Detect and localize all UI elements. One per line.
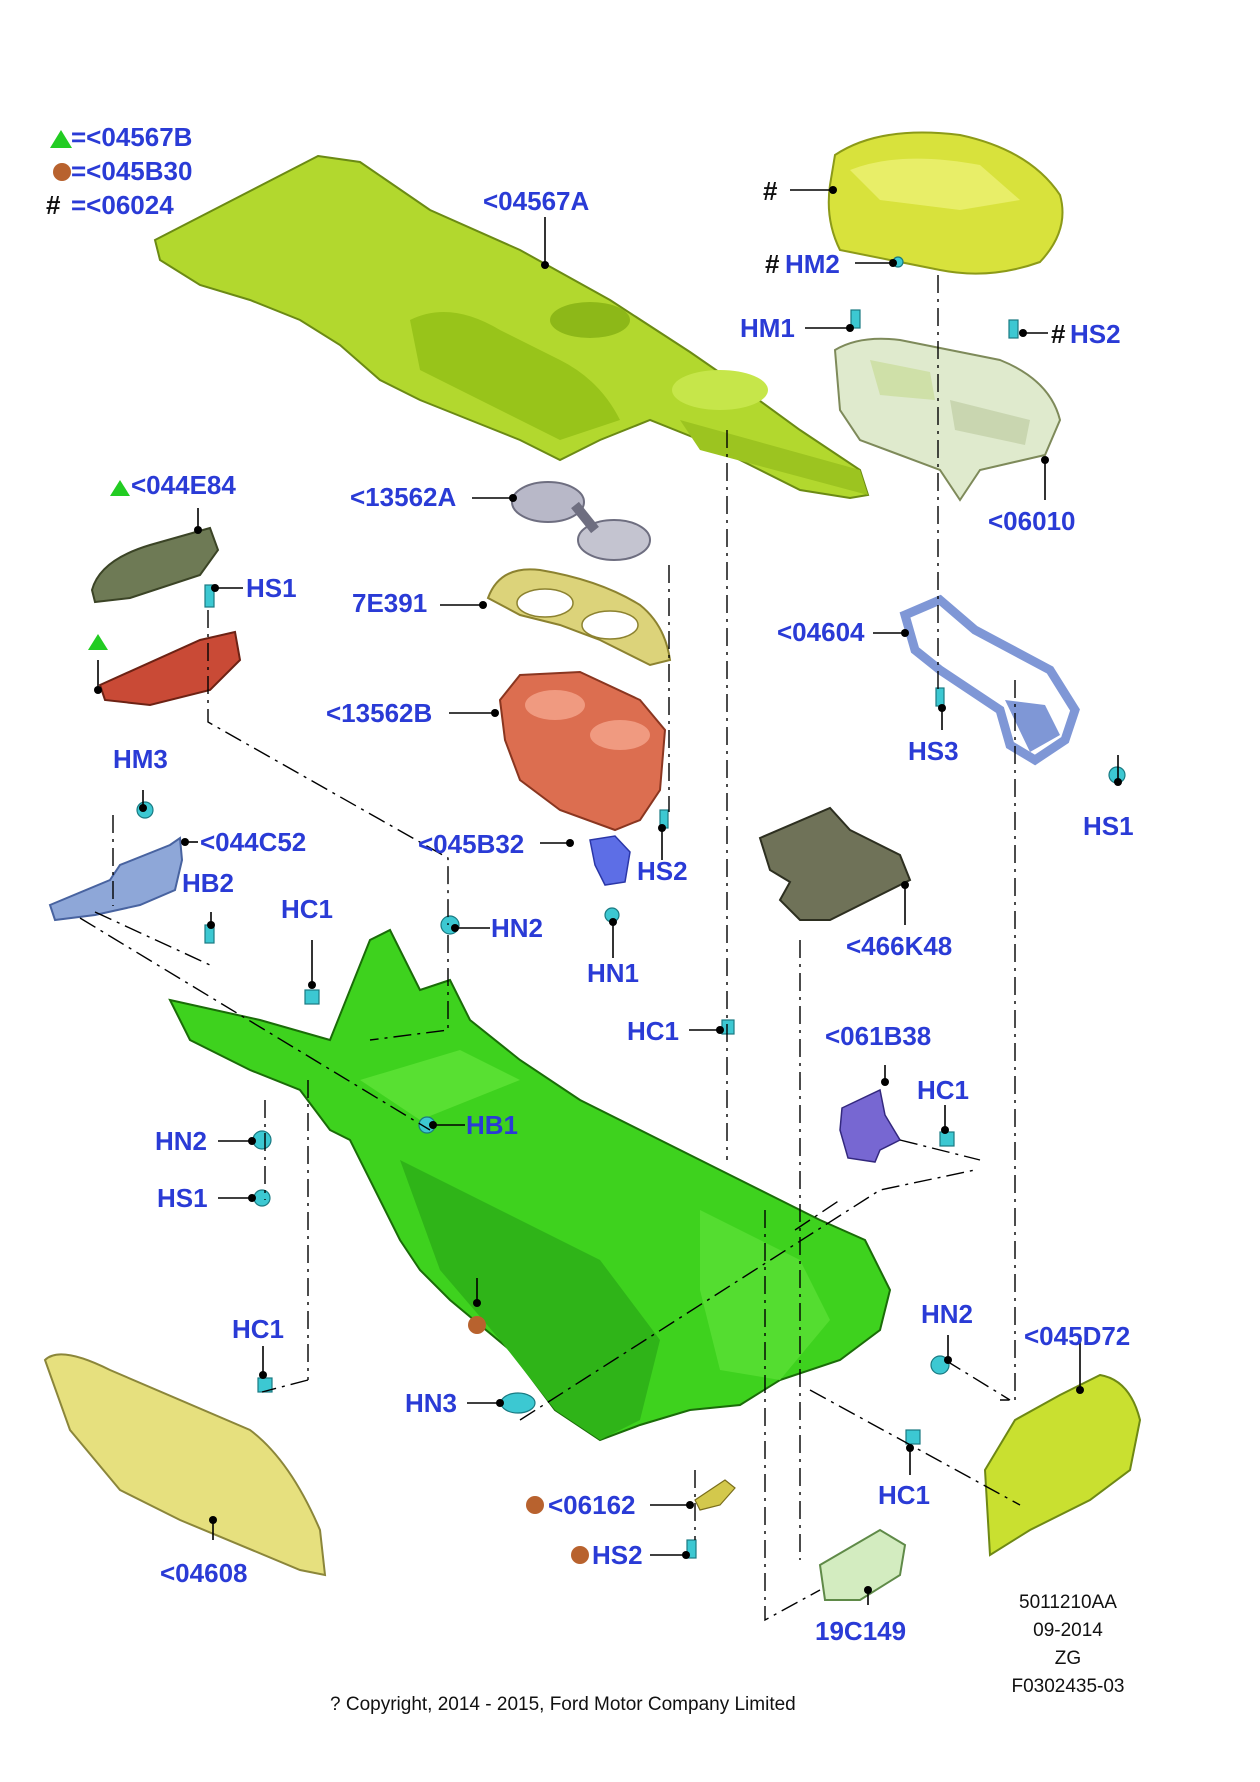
label-hc1-d: HC1 — [232, 1314, 284, 1344]
fastener-hs2-bottom — [686, 1539, 697, 1559]
label-06010: <06010 — [988, 506, 1075, 536]
label-04567A: <04567A — [483, 186, 589, 216]
fastener-hc1-a — [304, 989, 320, 1005]
triangle-marker-tray-icon — [88, 634, 108, 650]
label-hn2-b: HN2 — [155, 1126, 207, 1156]
zone-code: ZG — [1055, 1648, 1081, 1669]
label-hs1-left: HS1 — [246, 573, 297, 603]
bracket-044C52 — [48, 836, 184, 922]
legend-circle-text: =<045B30 — [71, 156, 192, 186]
side-panel-04608 — [43, 1353, 327, 1577]
circle-marker-06162-icon — [526, 1496, 544, 1514]
bracket-045B32 — [589, 835, 631, 886]
fastener-hs1-b — [253, 1189, 271, 1207]
circle-symbol-icon — [53, 163, 71, 181]
fastener-hm1 — [850, 309, 861, 329]
label-044E84: <044E84 — [131, 470, 236, 500]
hash-symbol-icon: # — [46, 190, 61, 220]
label-hs2-mid: HS2 — [637, 856, 688, 886]
label-04608: <04608 — [160, 1558, 247, 1588]
cup-holder-frame — [486, 568, 672, 667]
part-code: 5011210AA — [1019, 1592, 1117, 1613]
armrest-bracket-04604 — [899, 594, 1080, 766]
fastener-hs1-left — [204, 584, 215, 608]
label-hash-lid: # — [763, 176, 778, 206]
copyright-text: ? Copyright, 2014 - 2015, Ford Motor Com… — [330, 1694, 796, 1715]
label-13562A: <13562A — [350, 482, 456, 512]
label-19C149: 19C149 — [815, 1616, 906, 1646]
label-7E391: 7E391 — [352, 588, 427, 618]
footer: 5011210AA 09-2014 ZG F0302435-03 ? Copyr… — [330, 1592, 1125, 1715]
label-hn3: HN3 — [405, 1388, 457, 1418]
floor-mat-466K48 — [758, 806, 912, 921]
figure-id: F0302435-03 — [1011, 1676, 1124, 1697]
label-hm3: HM3 — [113, 744, 168, 774]
label-hn2-a: HN2 — [491, 913, 543, 943]
fastener-hs2-top — [1008, 319, 1019, 339]
part-labels: <04567A # # HM2 HM1 # HS2 <06010 <044E84… — [88, 176, 1134, 1646]
fastener-hn3 — [500, 1392, 536, 1414]
triangle-marker-icon — [110, 480, 130, 496]
label-hash-hs2: # — [1051, 319, 1066, 349]
label-hb2: HB2 — [182, 868, 234, 898]
label-044C52: <044C52 — [200, 827, 306, 857]
label-hn1: HN1 — [587, 958, 639, 988]
label-06162: <06162 — [548, 1490, 635, 1520]
fastener-hs3 — [935, 687, 945, 707]
label-061B38: <061B38 — [825, 1021, 931, 1051]
label-hs2-bottom: HS2 — [592, 1540, 643, 1570]
label-hc1-e: HC1 — [878, 1480, 930, 1510]
label-045B32: <045B32 — [418, 829, 524, 859]
floor-console — [168, 928, 892, 1442]
label-hc1-a: HC1 — [281, 894, 333, 924]
armrest-hinge-housing — [833, 337, 1062, 502]
label-hc1-b: HC1 — [627, 1016, 679, 1046]
label-hb1: HB1 — [466, 1110, 518, 1140]
bracket-061B38 — [839, 1088, 902, 1163]
end-cap-045D72 — [983, 1373, 1142, 1557]
legend-triangle-text: =<04567B — [71, 122, 192, 152]
label-hs1-b: HS1 — [157, 1183, 208, 1213]
cup-holder-insert — [511, 481, 651, 561]
label-hs1-right: HS1 — [1083, 811, 1134, 841]
label-hm2: HM2 — [785, 249, 840, 279]
legend: =<04567B =<045B30 # =<06024 — [46, 122, 192, 220]
label-hs3: HS3 — [908, 736, 959, 766]
connection-lines — [79, 275, 1021, 1622]
leader-lines — [94, 186, 1122, 1605]
label-hc1-c: HC1 — [917, 1075, 969, 1105]
armrest-lid — [827, 131, 1064, 275]
fastener-hc1-e — [905, 1429, 921, 1445]
triangle-symbol-icon — [50, 130, 72, 148]
label-hash-hm2: # — [765, 249, 780, 279]
trim-panel-044E84 — [90, 526, 220, 604]
label-hs2-top: HS2 — [1070, 319, 1121, 349]
circle-marker-console-icon — [468, 1316, 486, 1334]
label-04604: <04604 — [777, 617, 865, 647]
switch-bezel-19C149 — [818, 1528, 907, 1601]
fasteners — [136, 256, 1126, 1559]
diagram-date: 09-2014 — [1033, 1620, 1103, 1641]
legend-hash-text: =<06024 — [71, 190, 174, 220]
label-hm1: HM1 — [740, 313, 795, 343]
fastener-hc1-b — [721, 1019, 735, 1035]
label-466K48: <466K48 — [846, 931, 952, 961]
fastener-hc1-c — [939, 1131, 955, 1147]
upper-console-bezel — [153, 154, 870, 500]
storage-tray — [98, 630, 242, 707]
cup-holder-body — [498, 670, 667, 832]
label-hn2-c: HN2 — [921, 1299, 973, 1329]
circle-marker-hs2-icon — [571, 1546, 589, 1564]
label-045D72: <045D72 — [1024, 1321, 1130, 1351]
bracket-06162 — [694, 1479, 736, 1511]
label-13562B: <13562B — [326, 698, 432, 728]
